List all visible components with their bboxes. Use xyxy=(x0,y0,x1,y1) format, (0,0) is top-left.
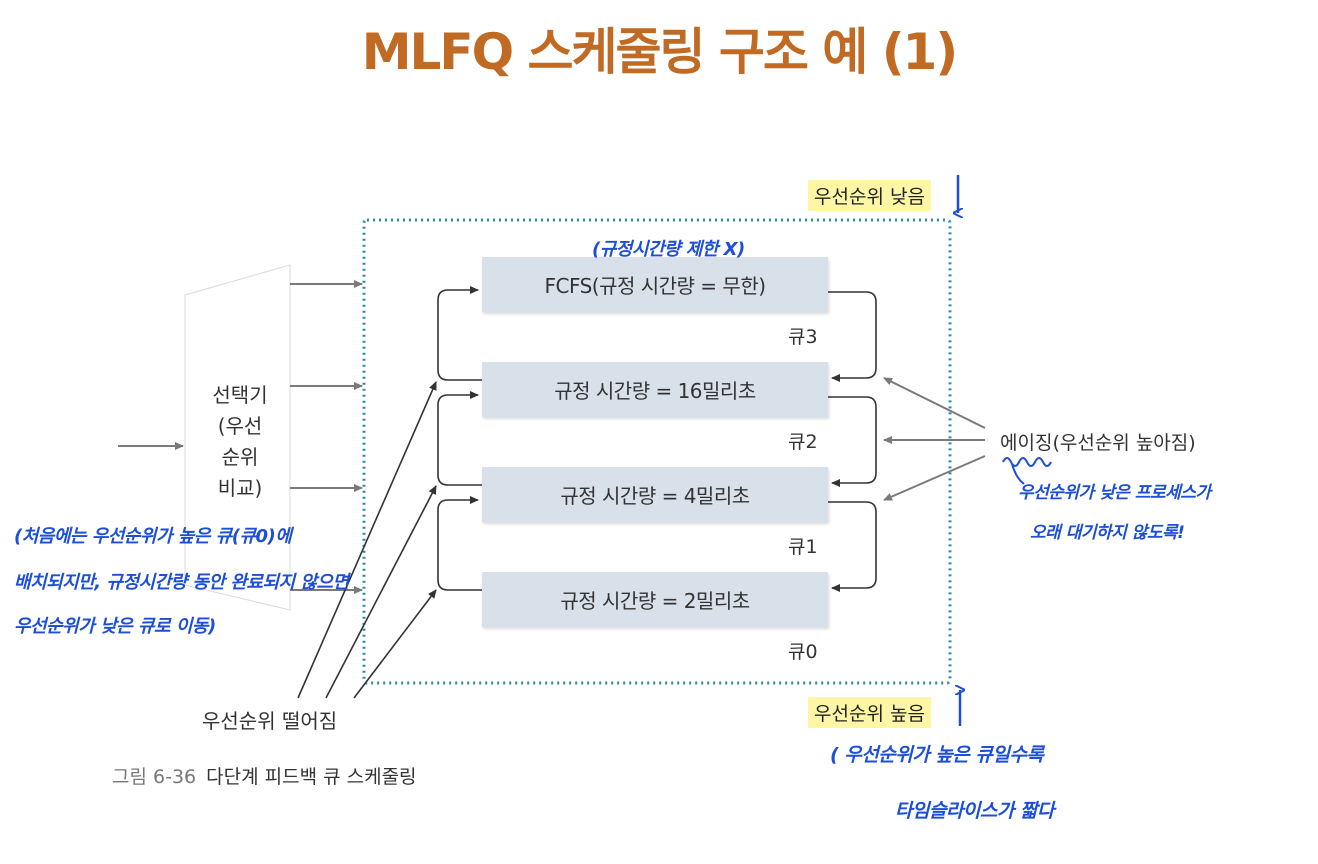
queue-box-3: FCFS(규정 시간량 = 무한) xyxy=(482,257,828,312)
aging-arrow-3 xyxy=(883,455,986,501)
priority-high-label: 우선순위 높음 xyxy=(808,697,931,728)
selector-shape xyxy=(184,264,291,611)
page-title: MLFQ 스케줄링 구조 예 (1) xyxy=(361,23,958,81)
demote-loop-q3 xyxy=(828,291,877,382)
promote-loop-q0-q1 xyxy=(437,496,482,591)
note-aging-line-2: 오래 대기하지 않도록! xyxy=(1030,523,1185,543)
note-q3: (규정시간량 제한 X) xyxy=(592,239,745,260)
note-left-line-3: 우선순위가 낮은 큐로 이동) xyxy=(14,616,216,637)
queue-label-3: 큐3 xyxy=(788,326,818,348)
figure-caption: 그림 6-36 다단계 피드백 큐 스케줄링 xyxy=(112,762,417,789)
note-bottom-line-2: 타임슬라이스가 짧다 xyxy=(895,800,1054,822)
wavy-underline xyxy=(1002,457,1052,467)
aging-arrow-1 xyxy=(883,377,986,429)
selector-line: 순위 xyxy=(221,445,259,469)
priority-drop-label: 우선순위 떨어짐 xyxy=(202,709,338,733)
note-aging-line-1: 우선순위가 낮은 프로세스가 xyxy=(1018,483,1211,503)
caption-number: 그림 6-36 xyxy=(112,766,197,788)
priority-drop-arrow-1 xyxy=(297,381,437,699)
note-left-line-2: 배치되지만, 규정시간량 동안 완료되지 않으면 xyxy=(14,572,349,593)
queue-box-0: 규정 시간량 = 2밀리초 xyxy=(482,572,828,627)
selector-line: 비교) xyxy=(217,476,263,500)
caption-text: 다단계 피드백 큐 스케줄링 xyxy=(206,766,417,788)
demote-loop-q1 xyxy=(828,501,877,592)
demote-loop-q2 xyxy=(828,396,877,487)
aging-label: 에이징(우선순위 높아짐) xyxy=(1000,432,1196,454)
queue-container xyxy=(362,218,952,685)
selector-line: (우선 xyxy=(217,414,263,438)
promote-loop-q2-q3 xyxy=(437,286,482,381)
priority-low-label: 우선순위 낮음 xyxy=(808,180,931,211)
priority-drop-arrow-2 xyxy=(325,485,437,699)
queue-box-1: 규정 시간량 = 4밀리초 xyxy=(482,467,828,522)
queue-label-2: 큐2 xyxy=(788,431,818,453)
selector-label: 선택기 (우선 순위 비교) xyxy=(190,380,290,504)
note-bottom-line-1: ( 우선순위가 높은 큐일수록 xyxy=(830,744,1044,766)
note-left-line-1: (처음에는 우선순위가 높은 큐(큐0)에 xyxy=(14,526,292,547)
queue-label-1: 큐1 xyxy=(788,536,818,558)
queue-box-2: 규정 시간량 = 16밀리초 xyxy=(482,362,828,417)
selector-line: 선택기 xyxy=(212,383,268,407)
priority-drop-arrow-3 xyxy=(353,589,437,699)
queue-label-0: 큐0 xyxy=(788,641,818,663)
note-pointer xyxy=(1011,463,1025,485)
promote-loop-q1-q2 xyxy=(437,391,482,486)
